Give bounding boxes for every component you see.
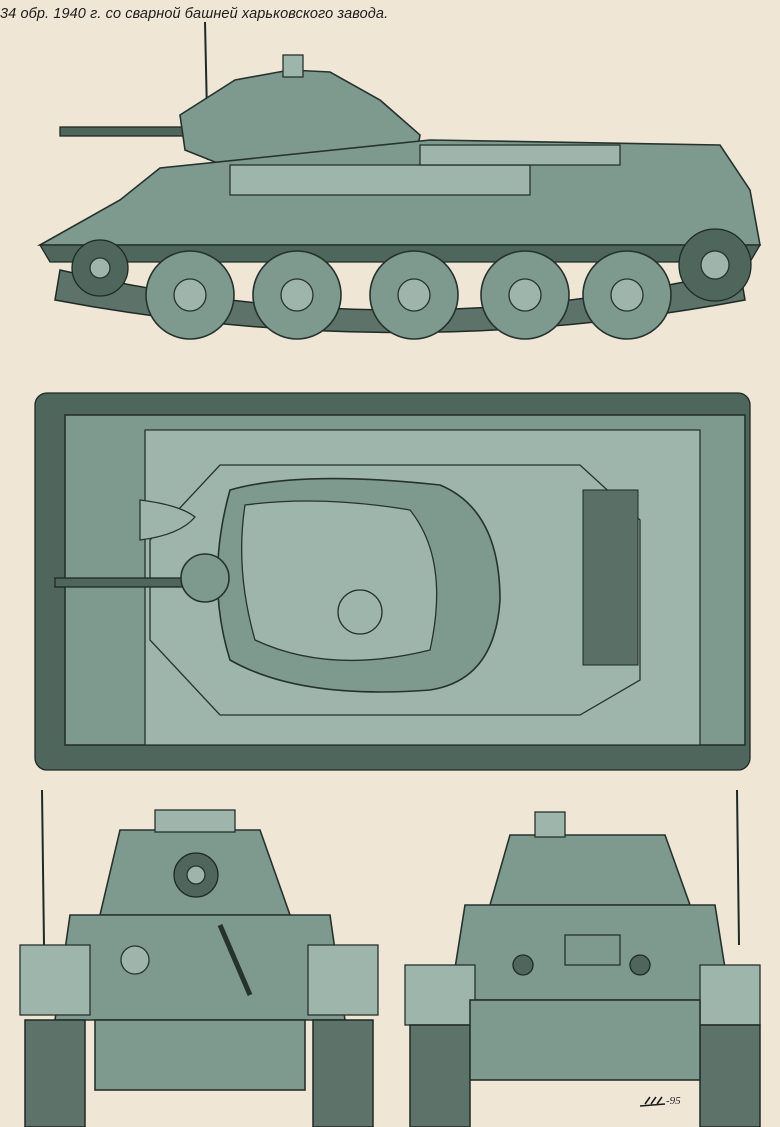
front-view [19,789,379,1127]
svg-text:-95: -95 [666,1095,681,1107]
caption: 34 обр. 1940 г. со сварной башней харько… [0,6,389,22]
top-view [34,392,751,771]
artist-signature: -95 [639,1095,681,1107]
road-wheels [145,250,672,340]
rear-view [404,789,761,1127]
side-view [36,21,762,340]
